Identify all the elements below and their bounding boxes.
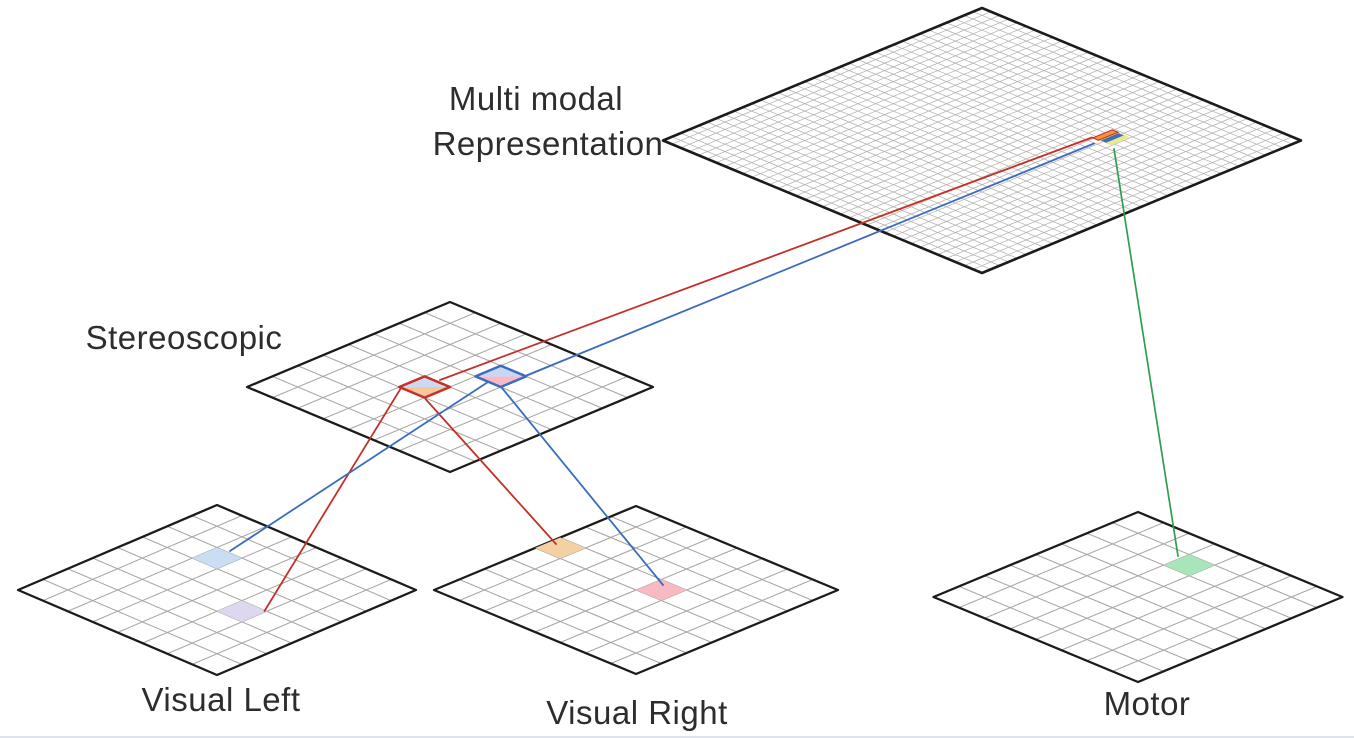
stereo-right-fused-cell-lower-half	[475, 376, 527, 387]
stereo-left-fused-cell-upper-half	[399, 376, 450, 387]
motor-label: Motor	[1103, 685, 1191, 722]
stereo-right-fused-cell-upper-half	[475, 365, 527, 377]
bottom-divider	[0, 736, 1354, 738]
projection-blue-stereo-to-visual-left	[229, 381, 489, 552]
motor-map-grid-lines	[958, 522, 1318, 672]
projection-blue-stereo-to-visual-right	[501, 387, 664, 586]
stereo-left-fused-cell-lower-half	[399, 387, 450, 398]
motor-map-border	[932, 510, 1344, 684]
multimodal-label-line2: Representation	[432, 125, 664, 162]
multimodal-bmu-blue-stripe	[1100, 133, 1124, 143]
visual-right-pink-cell	[636, 579, 687, 601]
visual-left-map-grid-lines	[42, 515, 392, 665]
projection-red-stereo-to-visual-right	[424, 398, 557, 545]
visual-left-label: Visual Left	[141, 681, 301, 718]
visual-left-blue-cell	[192, 547, 242, 569]
stereo-right-fused-cell-outline	[474, 364, 528, 389]
multimodal-bmu-orange-stripe	[1091, 129, 1120, 141]
motor-green-cell	[1163, 554, 1215, 576]
projection-green-multimodal-to-motor	[1113, 148, 1179, 557]
projection-blue-stereo-to-multimodal	[523, 142, 1095, 378]
stereoscopic-label: Stereoscopic	[85, 319, 283, 356]
multimodal-representation-map-border	[661, 6, 1303, 275]
multimodal-label-line1: Multi modal	[448, 80, 624, 117]
projection-red-stereo-to-multimodal	[439, 136, 1093, 381]
stereoscopic-map-border	[245, 300, 655, 474]
visual-right-orange-cell	[535, 537, 586, 559]
visual-right-map-border	[432, 504, 840, 676]
visual-left-purple-cell	[217, 600, 267, 622]
stereo-left-fused-cell-outline	[398, 375, 452, 399]
visual-left-map-border	[16, 503, 418, 677]
projection-red-stereo-to-visual-left	[263, 387, 402, 612]
multimodal-representation-map-grid-lines	[671, 11, 1293, 270]
visual-right-label: Visual Right	[546, 694, 728, 731]
